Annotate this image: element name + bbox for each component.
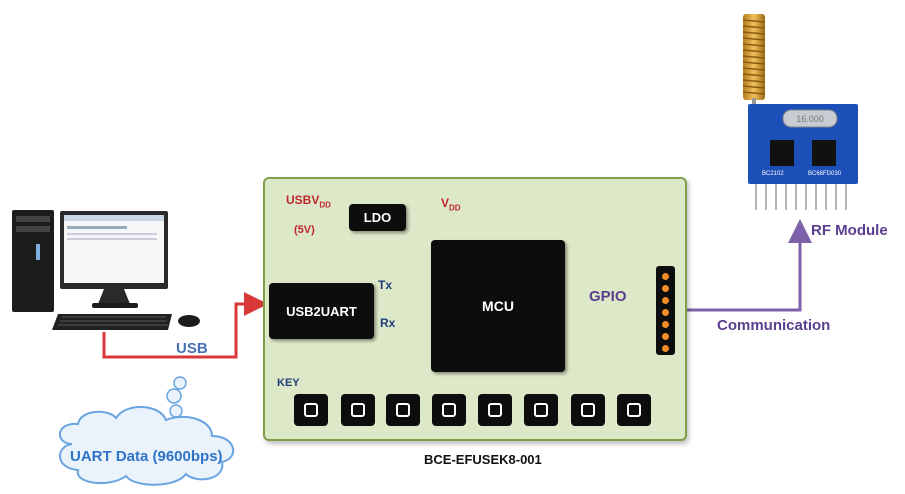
gpio-pin [662, 297, 669, 304]
key-button [294, 394, 328, 426]
usb2uart-chip: USB2UART [269, 283, 374, 339]
cloud-icon [59, 376, 235, 486]
key-button [386, 394, 420, 426]
rf-chip-text-2: BC68FD030 [808, 171, 842, 177]
rf-chip-text-1: BC2102 [762, 171, 784, 177]
mcu-chip: MCU [431, 240, 565, 372]
usbvdd-label: USBVDD [286, 193, 331, 210]
key-button [432, 394, 466, 426]
key-button [524, 394, 558, 426]
crystal-text: 16.000 [796, 114, 824, 124]
usb-wire [102, 292, 268, 359]
gpio-label: GPIO [589, 288, 627, 305]
key-label: KEY [277, 377, 300, 389]
gpio-pin [662, 321, 669, 328]
tx-label: Tx [378, 278, 393, 292]
communication-label: Communication [717, 317, 831, 334]
gpio-pin [662, 333, 669, 340]
board-name: BCE-EFUSEK8-001 [424, 452, 542, 467]
rx-label: Rx [380, 316, 396, 330]
gpio-pin [662, 309, 669, 316]
key-button [478, 394, 512, 426]
vdd-label: VDD [441, 196, 461, 213]
usb-label: USB [176, 340, 208, 357]
usb2uart-label: USB2UART [286, 303, 357, 319]
key-button [571, 394, 605, 426]
ldo-chip: LDO [349, 204, 406, 231]
usbvdd-voltage: (5V) [294, 224, 315, 236]
communication-wire [674, 219, 812, 312]
cloud-label: UART Data (9600bps) [70, 448, 223, 465]
ldo-label: LDO [363, 210, 392, 225]
computer-icon [12, 210, 200, 330]
key-button [341, 394, 375, 426]
rf-module-label: RF Module [811, 222, 888, 239]
gpio-pin [662, 285, 669, 292]
gpio-pin [662, 273, 669, 280]
mcu-label: MCU [482, 298, 514, 314]
key-button [617, 394, 651, 426]
rf-module-image: 16.000 BC2102 BC68FD030 [742, 14, 858, 210]
gpio-pin [662, 345, 669, 352]
